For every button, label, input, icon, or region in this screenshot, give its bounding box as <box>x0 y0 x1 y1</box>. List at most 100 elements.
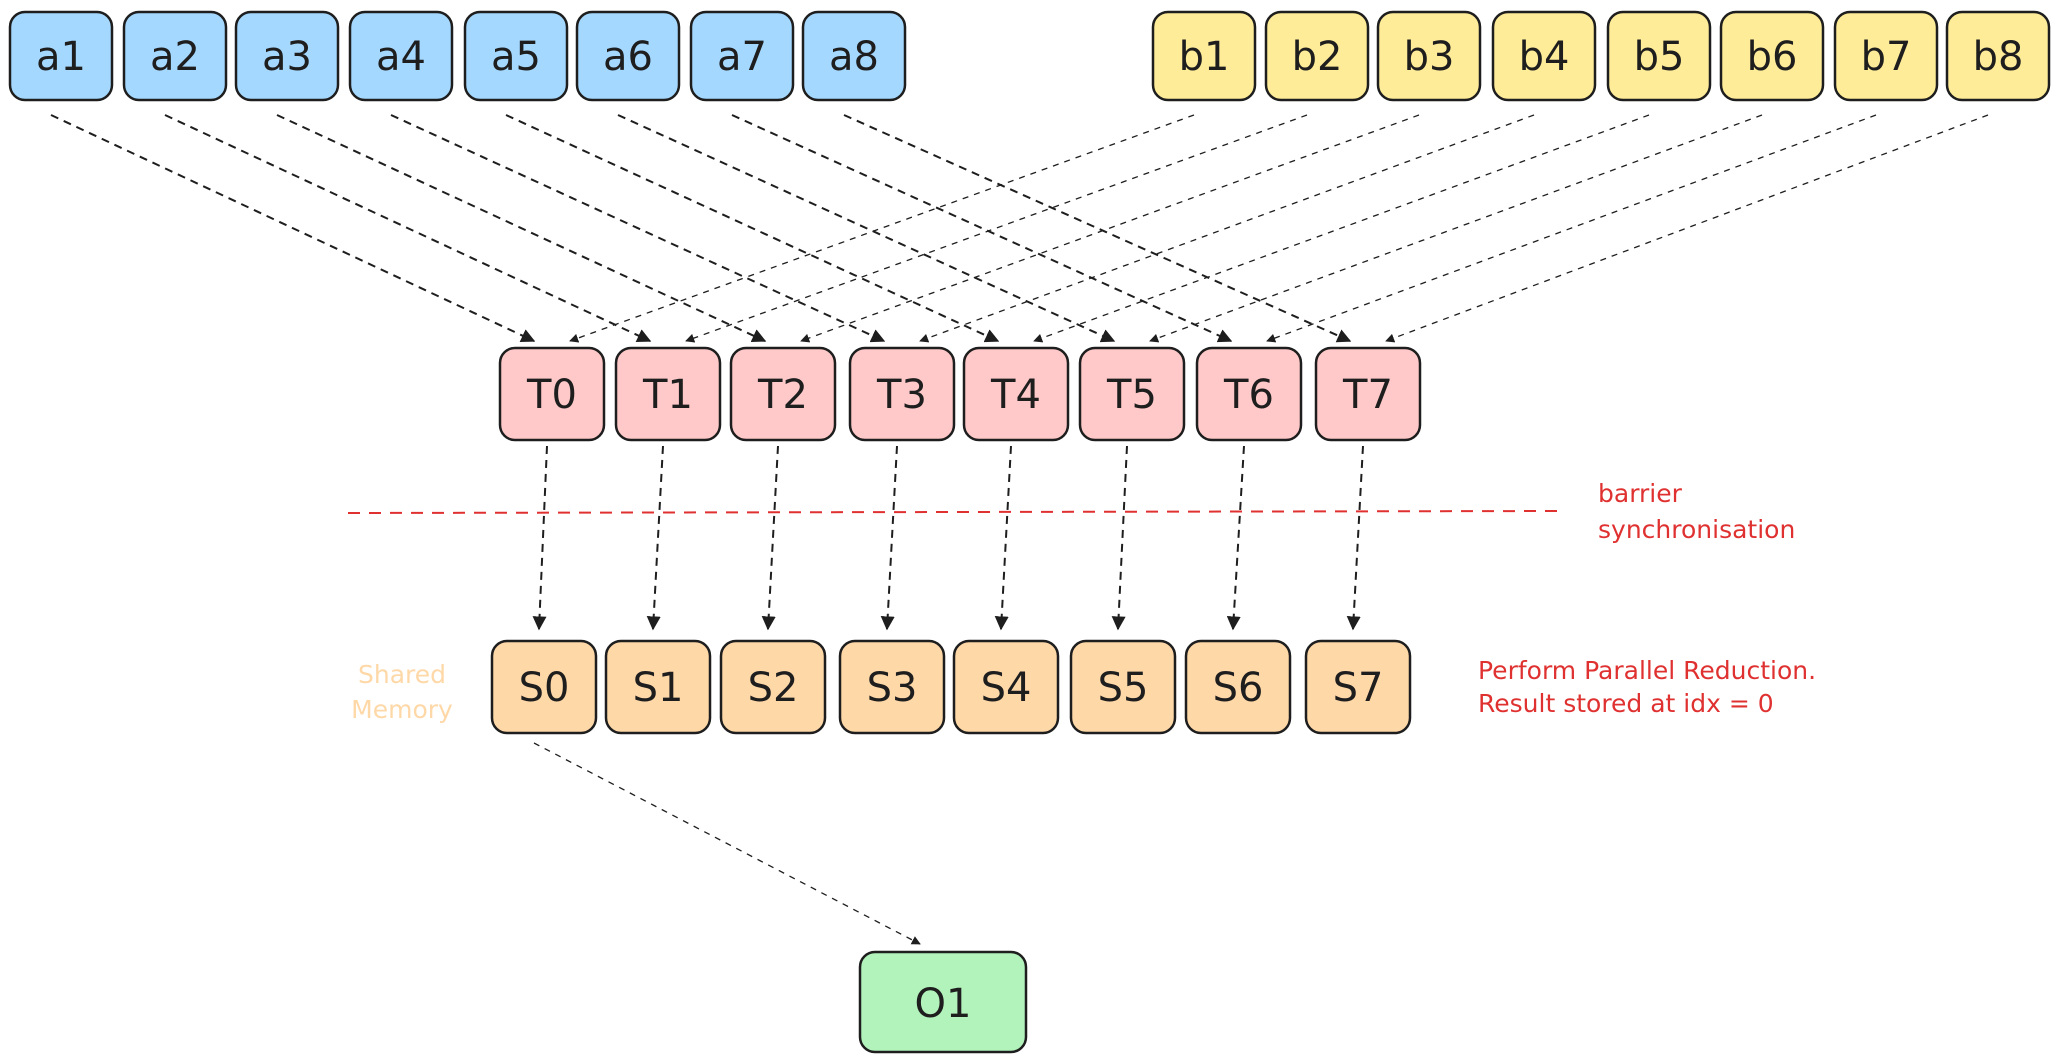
arrow-b1-to-t0 <box>569 114 1195 343</box>
thread-node-t2: T2 <box>729 346 837 442</box>
b-label-b3: b3 <box>1404 34 1455 80</box>
arrow-a7-to-t6 <box>731 114 1233 343</box>
b-label-b7: b7 <box>1861 34 1912 80</box>
thread-node-t4: T4 <box>962 346 1070 442</box>
b-label-b1: b1 <box>1179 34 1230 80</box>
barrier-line <box>347 510 1561 514</box>
a-node-a4: a4 <box>348 10 454 102</box>
b-to-thread-arrows <box>569 114 1989 343</box>
thread-node-t0: T0 <box>498 346 606 442</box>
a-to-thread-arrows <box>50 114 1352 343</box>
thread-label-t6: T6 <box>1223 372 1274 418</box>
barrier-label-line1: barrier <box>1598 479 1683 508</box>
shared-label-s4: S4 <box>981 665 1032 711</box>
input-array-b: b1 b2 b3 b4 b5 b6 b7 b8 <box>1151 10 2051 102</box>
b-node-b2: b2 <box>1264 10 1370 102</box>
arrow-t1-to-s1 <box>646 445 664 631</box>
a-label-a6: a6 <box>603 34 653 80</box>
a-node-a2: a2 <box>122 10 228 102</box>
shared-to-output-arrows <box>533 742 921 945</box>
b-node-b5: b5 <box>1606 10 1712 102</box>
thread-node-t1: T1 <box>614 346 722 442</box>
a-label-a1: a1 <box>36 34 86 80</box>
shared-label-s3: S3 <box>867 665 918 711</box>
a-node-a8: a8 <box>801 10 907 102</box>
output-node: O1 <box>858 950 1028 1054</box>
shared-label-s2: S2 <box>748 665 799 711</box>
arrow-a4-to-t3 <box>390 114 886 343</box>
a-label-a4: a4 <box>376 34 426 80</box>
b-label-b8: b8 <box>1973 34 2024 80</box>
arrow-b8-to-t7 <box>1385 114 1989 343</box>
thread-to-shared-arrows <box>532 445 1364 631</box>
shared-label-s1: S1 <box>633 665 684 711</box>
arrow-t3-to-s3 <box>880 445 898 631</box>
b-node-b8: b8 <box>1945 10 2051 102</box>
thread-label-t0: T0 <box>526 372 577 418</box>
shared-memory-label-line1: Shared <box>358 660 446 689</box>
a-node-a1: a1 <box>8 10 114 102</box>
shared-label-s0: S0 <box>519 665 570 711</box>
arrow-a6-to-t5 <box>617 114 1116 343</box>
arrow-s0-to-o1 <box>533 742 921 945</box>
barrier-label-line2: synchronisation <box>1598 515 1795 544</box>
shared-label-s5: S5 <box>1098 665 1149 711</box>
shared-node-s3: S3 <box>838 639 946 735</box>
arrow-a8-to-t7 <box>843 114 1352 343</box>
thread-label-t3: T3 <box>876 372 927 418</box>
arrow-t0-to-s0 <box>532 445 548 631</box>
arrow-t5-to-s5 <box>1111 445 1128 631</box>
shared-node-s7: S7 <box>1304 639 1412 735</box>
reduction-note-line1: Perform Parallel Reduction. <box>1478 656 1816 685</box>
b-label-b6: b6 <box>1747 34 1798 80</box>
shared-memory-label-line2: Memory <box>351 695 453 724</box>
arrow-b7-to-t6 <box>1266 114 1877 343</box>
shared-node-s5: S5 <box>1069 639 1177 735</box>
b-node-b3: b3 <box>1376 10 1482 102</box>
arrow-t4-to-s4 <box>994 445 1012 631</box>
a-node-a6: a6 <box>575 10 681 102</box>
arrow-t2-to-s2 <box>761 445 779 631</box>
b-label-b5: b5 <box>1634 34 1685 80</box>
thread-label-t1: T1 <box>642 372 693 418</box>
input-array-a: a1 a2 a3 a4 a5 a6 a7 a8 <box>8 10 907 102</box>
arrow-b3-to-t2 <box>800 114 1420 343</box>
shared-node-s6: S6 <box>1184 639 1292 735</box>
arrow-a5-to-t4 <box>505 114 1000 343</box>
arrow-a1-to-t0 <box>50 114 536 343</box>
thread-label-t2: T2 <box>757 372 808 418</box>
shared-node-s2: S2 <box>719 639 827 735</box>
shared-label-s6: S6 <box>1213 665 1264 711</box>
thread-label-t4: T4 <box>990 372 1041 418</box>
output-label: O1 <box>915 981 972 1027</box>
arrow-b6-to-t5 <box>1149 114 1763 343</box>
shared-node-s1: S1 <box>604 639 712 735</box>
thread-node-t3: T3 <box>848 346 956 442</box>
a-node-a7: a7 <box>689 10 795 102</box>
shared-memory-row: S0 S1 S2 S3 S4 S5 S6 S7 <box>490 639 1412 735</box>
a-label-a2: a2 <box>150 34 200 80</box>
thread-node-t6: T6 <box>1195 346 1303 442</box>
shared-label-s7: S7 <box>1333 665 1384 711</box>
arrow-a2-to-t1 <box>164 114 652 343</box>
b-node-b4: b4 <box>1491 10 1597 102</box>
a-label-a5: a5 <box>491 34 541 80</box>
b-node-b1: b1 <box>1151 10 1257 102</box>
arrow-b4-to-t3 <box>919 114 1535 343</box>
arrow-t7-to-s7 <box>1346 445 1364 631</box>
thread-node-t7: T7 <box>1314 346 1422 442</box>
shared-node-s4: S4 <box>952 639 1060 735</box>
reduction-note-line2: Result stored at idx = 0 <box>1478 689 1774 718</box>
a-label-a3: a3 <box>262 34 312 80</box>
b-node-b6: b6 <box>1719 10 1825 102</box>
arrow-b5-to-t4 <box>1033 114 1650 343</box>
a-node-a3: a3 <box>234 10 340 102</box>
arrow-b2-to-t1 <box>685 114 1308 343</box>
arrow-t6-to-s6 <box>1226 445 1245 631</box>
b-node-b7: b7 <box>1833 10 1939 102</box>
thread-label-t7: T7 <box>1342 372 1393 418</box>
thread-label-t5: T5 <box>1106 372 1157 418</box>
thread-node-t5: T5 <box>1078 346 1186 442</box>
a-label-a7: a7 <box>717 34 767 80</box>
